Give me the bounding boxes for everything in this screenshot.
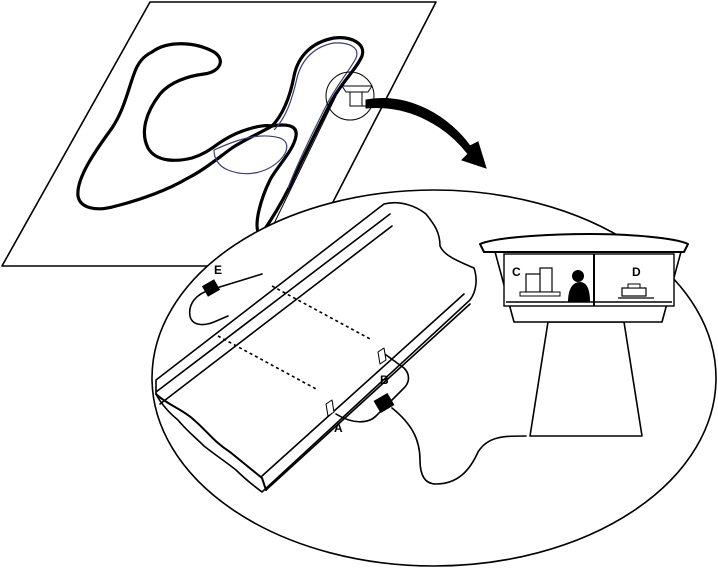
- magnifier-circle: [325, 71, 375, 121]
- sensor-a-marker: [325, 399, 335, 417]
- circuit-highlight: [273, 42, 358, 189]
- sensor-e-box: [201, 279, 221, 297]
- desk-icon: [519, 291, 561, 297]
- operator-head-icon: [572, 270, 584, 282]
- equipment-top-icon: [627, 283, 641, 289]
- tower-column: [529, 321, 643, 437]
- road-torn-edge: [155, 393, 267, 491]
- room-d: D: [618, 265, 654, 299]
- zoom-arrow: [365, 98, 487, 169]
- computer-screen-icon: [539, 267, 553, 293]
- label-a: A: [334, 421, 343, 435]
- tower-roof: [479, 233, 689, 253]
- track-map-sheet: [1, 1, 437, 267]
- label-b: B: [380, 373, 389, 387]
- tower-mini-icon: [341, 85, 373, 107]
- circuit-highlight-lower: [213, 135, 288, 175]
- sensor-b: B: [335, 351, 527, 485]
- sensor-a: A: [325, 347, 387, 435]
- road-edge-left-inner: [159, 225, 393, 405]
- sensor-upper-marker: [377, 347, 387, 365]
- sensor-b-cable: [391, 407, 527, 485]
- pit-straight: [267, 95, 337, 237]
- control-tower: C D: [479, 233, 689, 437]
- timing-line-lower: [217, 335, 319, 391]
- road-edge-right-inner: [265, 303, 471, 491]
- road-edge-right: [261, 293, 465, 477]
- label-c: C: [512, 265, 521, 279]
- timing-line-upper: [271, 285, 373, 341]
- sensor-e: E: [188, 263, 263, 326]
- equipment-box-icon: [621, 287, 647, 297]
- operator-body-icon: [568, 282, 590, 302]
- circuit-right-loop: [255, 36, 365, 238]
- sensor-e-cable: [188, 273, 263, 326]
- label-e: E: [214, 263, 222, 277]
- label-d: D: [632, 265, 641, 279]
- room-c: C: [512, 265, 590, 302]
- sensor-b-box: [373, 392, 395, 414]
- road-edge-left: [155, 213, 391, 393]
- track-section: [155, 201, 477, 494]
- sensor-b-loop: [335, 351, 410, 423]
- road-surface: [155, 201, 477, 494]
